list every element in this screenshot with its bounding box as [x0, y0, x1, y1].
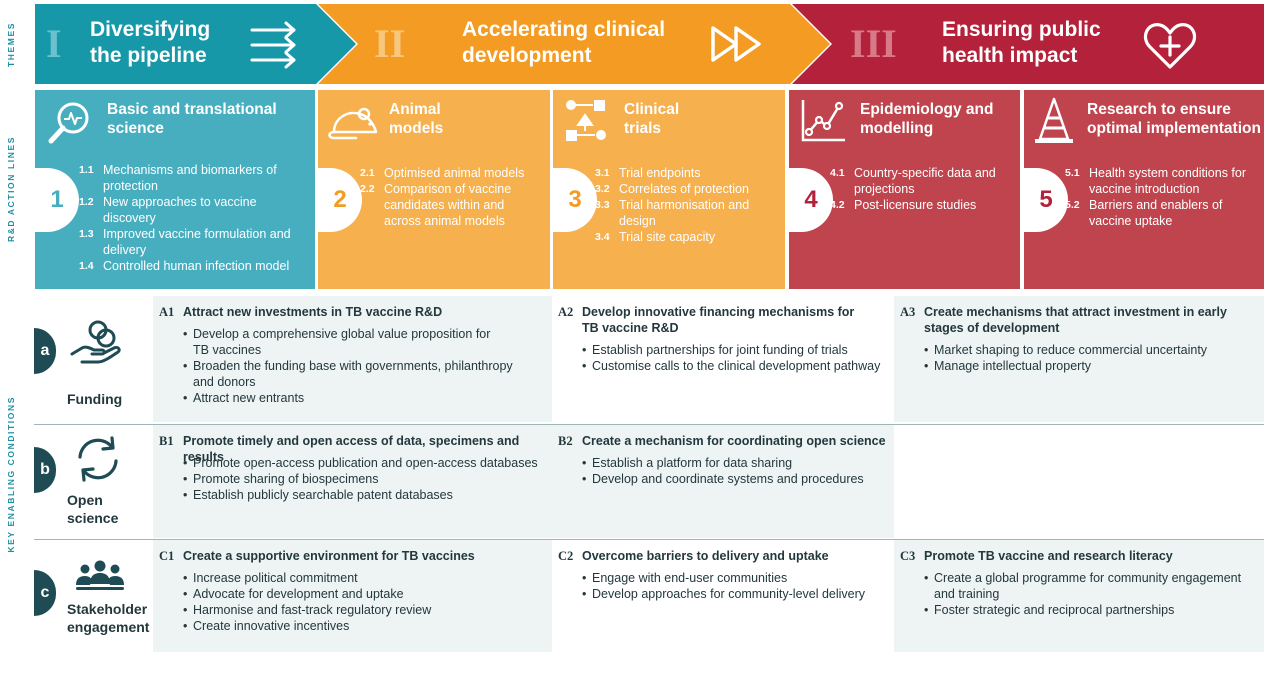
action-line-3-number: 3 — [553, 168, 597, 232]
line-chart-icon — [801, 100, 845, 142]
bullet-item: •Attract new entrants — [183, 391, 305, 405]
bullet-item: •Develop and coordinate systems and proc… — [582, 472, 864, 486]
action-line-2-number: 2 — [318, 168, 362, 232]
magnifier-icon — [48, 102, 89, 144]
bullet-item: •Develop a comprehensive global value pr… — [183, 327, 491, 357]
bullet-item: •Harmonise and fast-track regulatory rev… — [183, 603, 432, 617]
action-line-4-number: 4 — [789, 168, 833, 232]
side-label-rd-action-lines: R&D ACTION LINES — [6, 136, 16, 243]
flowchart-icon — [566, 100, 606, 141]
bullet-item: •Establish partnerships for joint fundin… — [582, 343, 848, 357]
theme-3-shape — [792, 4, 1264, 84]
mouse-icon — [328, 107, 378, 140]
bullet-item: •Market shaping to reduce commercial unc… — [924, 343, 1208, 357]
heart-plus-icon — [1144, 23, 1196, 69]
hand-coins-icon — [70, 320, 121, 364]
themes-banner — [35, 4, 1264, 84]
condition-b-badge: b — [34, 447, 56, 493]
arrows-icon — [250, 21, 296, 69]
theme-3-numeral: III — [850, 21, 897, 66]
condition-a-label: Funding — [67, 391, 123, 407]
row-divider — [34, 424, 1264, 425]
action-line-1-number: 1 — [35, 168, 79, 232]
bullet-item: •Create innovative incentives — [183, 619, 350, 633]
action-line-5-number: 5 — [1024, 168, 1068, 232]
theme-2-shape — [318, 4, 830, 84]
condition-c-badge: c — [34, 570, 56, 616]
bullet-item: •Foster strategic and reciprocal partner… — [924, 603, 1175, 617]
bullet-item: •Engage with end-user communities — [582, 571, 788, 585]
theme-2-numeral: II — [374, 21, 406, 66]
bullet-item: •Broaden the funding base with governmen… — [183, 359, 513, 389]
theme-1-shape — [35, 4, 356, 84]
bullet-item: •Promote open-access publication and ope… — [183, 456, 538, 470]
bullet-item: •Create a global programme for community… — [924, 571, 1242, 601]
theme-1-numeral: I — [46, 21, 62, 66]
bullet-item: •Customise calls to the clinical develop… — [582, 359, 881, 373]
bullet-item: •Establish publicly searchable patent da… — [183, 488, 453, 502]
people-group-icon — [76, 560, 124, 590]
bullet-item: •Promote sharing of biospecimens — [183, 472, 379, 486]
bullet-item: •Advocate for development and uptake — [183, 587, 404, 601]
refresh-arrows-icon — [78, 436, 118, 482]
row-divider — [34, 539, 1264, 540]
bullet-item: •Establish a platform for data sharing — [582, 456, 793, 470]
condition-a-badge: a — [34, 328, 56, 374]
bullet-item: •Increase political commitment — [183, 571, 358, 585]
fast-forward-icon — [711, 26, 761, 62]
bullet-item: •Develop approaches for community-level … — [582, 587, 866, 601]
bullet-item: •Manage intellectual property — [924, 359, 1092, 373]
side-label-key-enabling-conditions: KEY ENABLING CONDITIONS — [6, 395, 16, 553]
traffic-cone-icon — [1035, 97, 1073, 143]
condition-cell-b3-empty — [894, 425, 1264, 538]
